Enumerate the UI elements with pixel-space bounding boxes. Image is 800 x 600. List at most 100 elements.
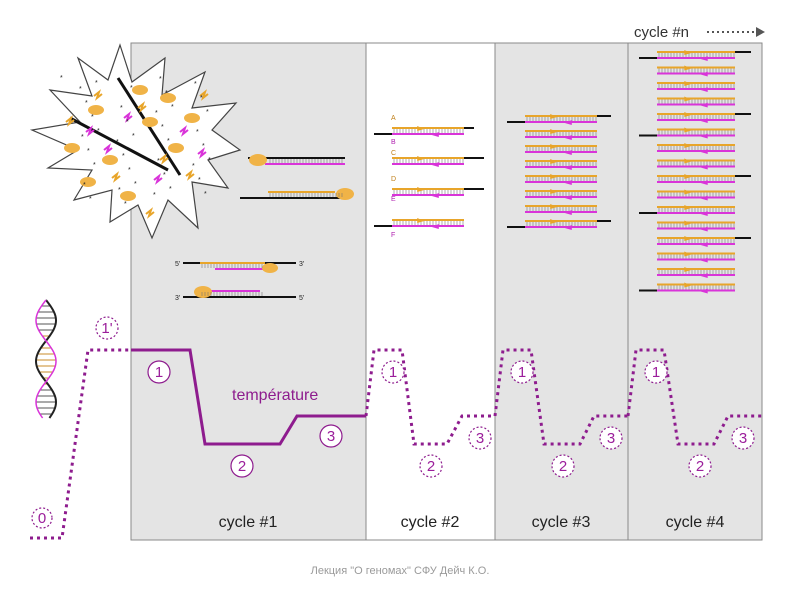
primer-arrow-icon — [564, 225, 572, 230]
nucleotide-icon: * — [171, 104, 174, 111]
dna-duplex — [639, 127, 735, 139]
step-marker-circle — [688, 454, 712, 478]
nucleotide-icon: * — [194, 81, 197, 88]
helix-backbone — [35, 299, 57, 419]
dna-duplex — [525, 144, 597, 155]
cycle-n-label: cycle #n — [634, 24, 689, 41]
dna-duplex — [392, 187, 484, 198]
nucleotide-icon: * — [97, 128, 100, 135]
polymerase-enzyme-icon — [262, 263, 278, 273]
primer-arrow-icon — [431, 132, 439, 137]
primer-arrow-icon — [684, 50, 692, 55]
step-2-label: 2 — [559, 458, 567, 475]
dna-duplex — [657, 112, 751, 123]
step-marker-circle — [95, 316, 119, 340]
polymerase-enzyme-icon — [142, 117, 158, 127]
cycle-n-indicator: cycle #n — [634, 24, 765, 41]
dna-duplex — [639, 50, 751, 61]
primer-arrow-icon — [564, 135, 572, 140]
primer-arrow-icon — [700, 195, 708, 201]
nucleotide-icon: * — [206, 109, 209, 116]
step-marker-circle — [551, 454, 575, 478]
primer-arrow-icon — [700, 87, 708, 92]
step-marker-circle — [731, 426, 755, 450]
polymerase-enzyme-icon — [184, 113, 200, 123]
primer-arrow-icon — [550, 159, 558, 164]
primer-arrow-icon — [700, 133, 708, 139]
nucleotide-icon: * — [153, 192, 156, 199]
nucleotide-icon: * — [126, 119, 129, 126]
nucleotide-icon: * — [200, 95, 203, 102]
primer-icon — [93, 89, 103, 101]
dna-duplex — [525, 204, 597, 215]
primer-arrow-icon — [700, 288, 708, 294]
primer-arrow-icon — [417, 218, 425, 223]
primer-icon — [145, 207, 155, 219]
product-letter-d: D — [391, 176, 396, 183]
polymerase-enzyme-icon — [336, 188, 354, 200]
polymerase-enzyme-icon — [120, 191, 136, 201]
nucleotide-icon: * — [81, 134, 84, 141]
nucleotide-icon: * — [87, 148, 90, 155]
step-marker-circle — [510, 360, 534, 384]
nucleotide-icon: * — [167, 138, 170, 145]
primer-arrow-icon — [684, 220, 692, 226]
primer-arrow-icon — [550, 114, 558, 119]
primer-arrow-icon — [684, 282, 692, 288]
primer-arrow-icon — [684, 143, 692, 148]
cycle-2-strands — [374, 126, 484, 229]
dna-duplex — [657, 65, 735, 77]
primer-arrow-icon — [700, 242, 708, 247]
reaction-mix-burst: **************************************** — [29, 43, 242, 240]
product-letter-c: C — [391, 150, 396, 157]
primer-arrow-icon — [700, 180, 708, 185]
nucleotide-icon: * — [196, 129, 199, 136]
primer-icon — [103, 143, 113, 155]
primer-arrow-icon — [700, 149, 708, 154]
dna-duplex — [525, 189, 597, 200]
temperature-cycle-4-dotted — [626, 348, 762, 446]
primer-arrow-icon — [684, 205, 692, 210]
primer-arrow-icon — [700, 257, 708, 263]
step-marker-circle — [468, 426, 492, 450]
cycle-1-strands — [183, 154, 354, 298]
cycle-2-label: cycle #2 — [401, 514, 460, 531]
strand-end-label: 5' — [175, 261, 180, 268]
step-3-label: 3 — [476, 430, 484, 447]
primer-arrow-icon — [417, 126, 425, 131]
dna-duplex — [657, 267, 735, 278]
nucleotide-icon: * — [116, 139, 119, 146]
primer-icon — [111, 171, 121, 183]
primer-arrow-icon — [431, 162, 439, 167]
polymerase-enzyme-icon — [194, 286, 212, 298]
primer-arrow-icon — [684, 251, 692, 257]
cycle-1-label: cycle #1 — [219, 514, 278, 531]
nucleotide-icon: * — [192, 163, 195, 170]
primer-arrow-icon — [550, 144, 558, 149]
primer-arrow-icon — [700, 102, 708, 108]
primer-arrow-icon — [564, 210, 572, 215]
primer-arrow-icon — [550, 174, 558, 179]
temperature-cycle-1-solid — [131, 348, 366, 446]
dna-duplex — [639, 282, 735, 294]
cycle-3-strands — [507, 114, 611, 230]
cycle-3-panel — [494, 42, 629, 541]
primer-arrow-icon — [684, 65, 692, 71]
primer-arrow-icon — [700, 226, 708, 232]
nucleotide-icon: * — [128, 167, 131, 174]
nucleotide-icon: * — [130, 85, 133, 92]
primer-arrow-icon — [700, 56, 708, 61]
dna-duplex — [657, 174, 751, 185]
dna-duplex — [639, 205, 735, 216]
primer-arrow-icon — [417, 187, 425, 192]
step-marker-circle — [644, 360, 668, 384]
nucleotide-icon: * — [83, 182, 86, 189]
primer-arrow-icon — [700, 164, 708, 170]
polymerase-enzyme-icon — [64, 143, 80, 153]
strand-end-label: 3' — [299, 261, 304, 268]
step-2-label: 2 — [238, 458, 246, 475]
primer-arrow-icon — [431, 224, 439, 229]
cycle-labels: cycle #1 cycle #2 cycle #3 cycle #4 — [219, 514, 725, 531]
primer-icon — [199, 89, 209, 101]
